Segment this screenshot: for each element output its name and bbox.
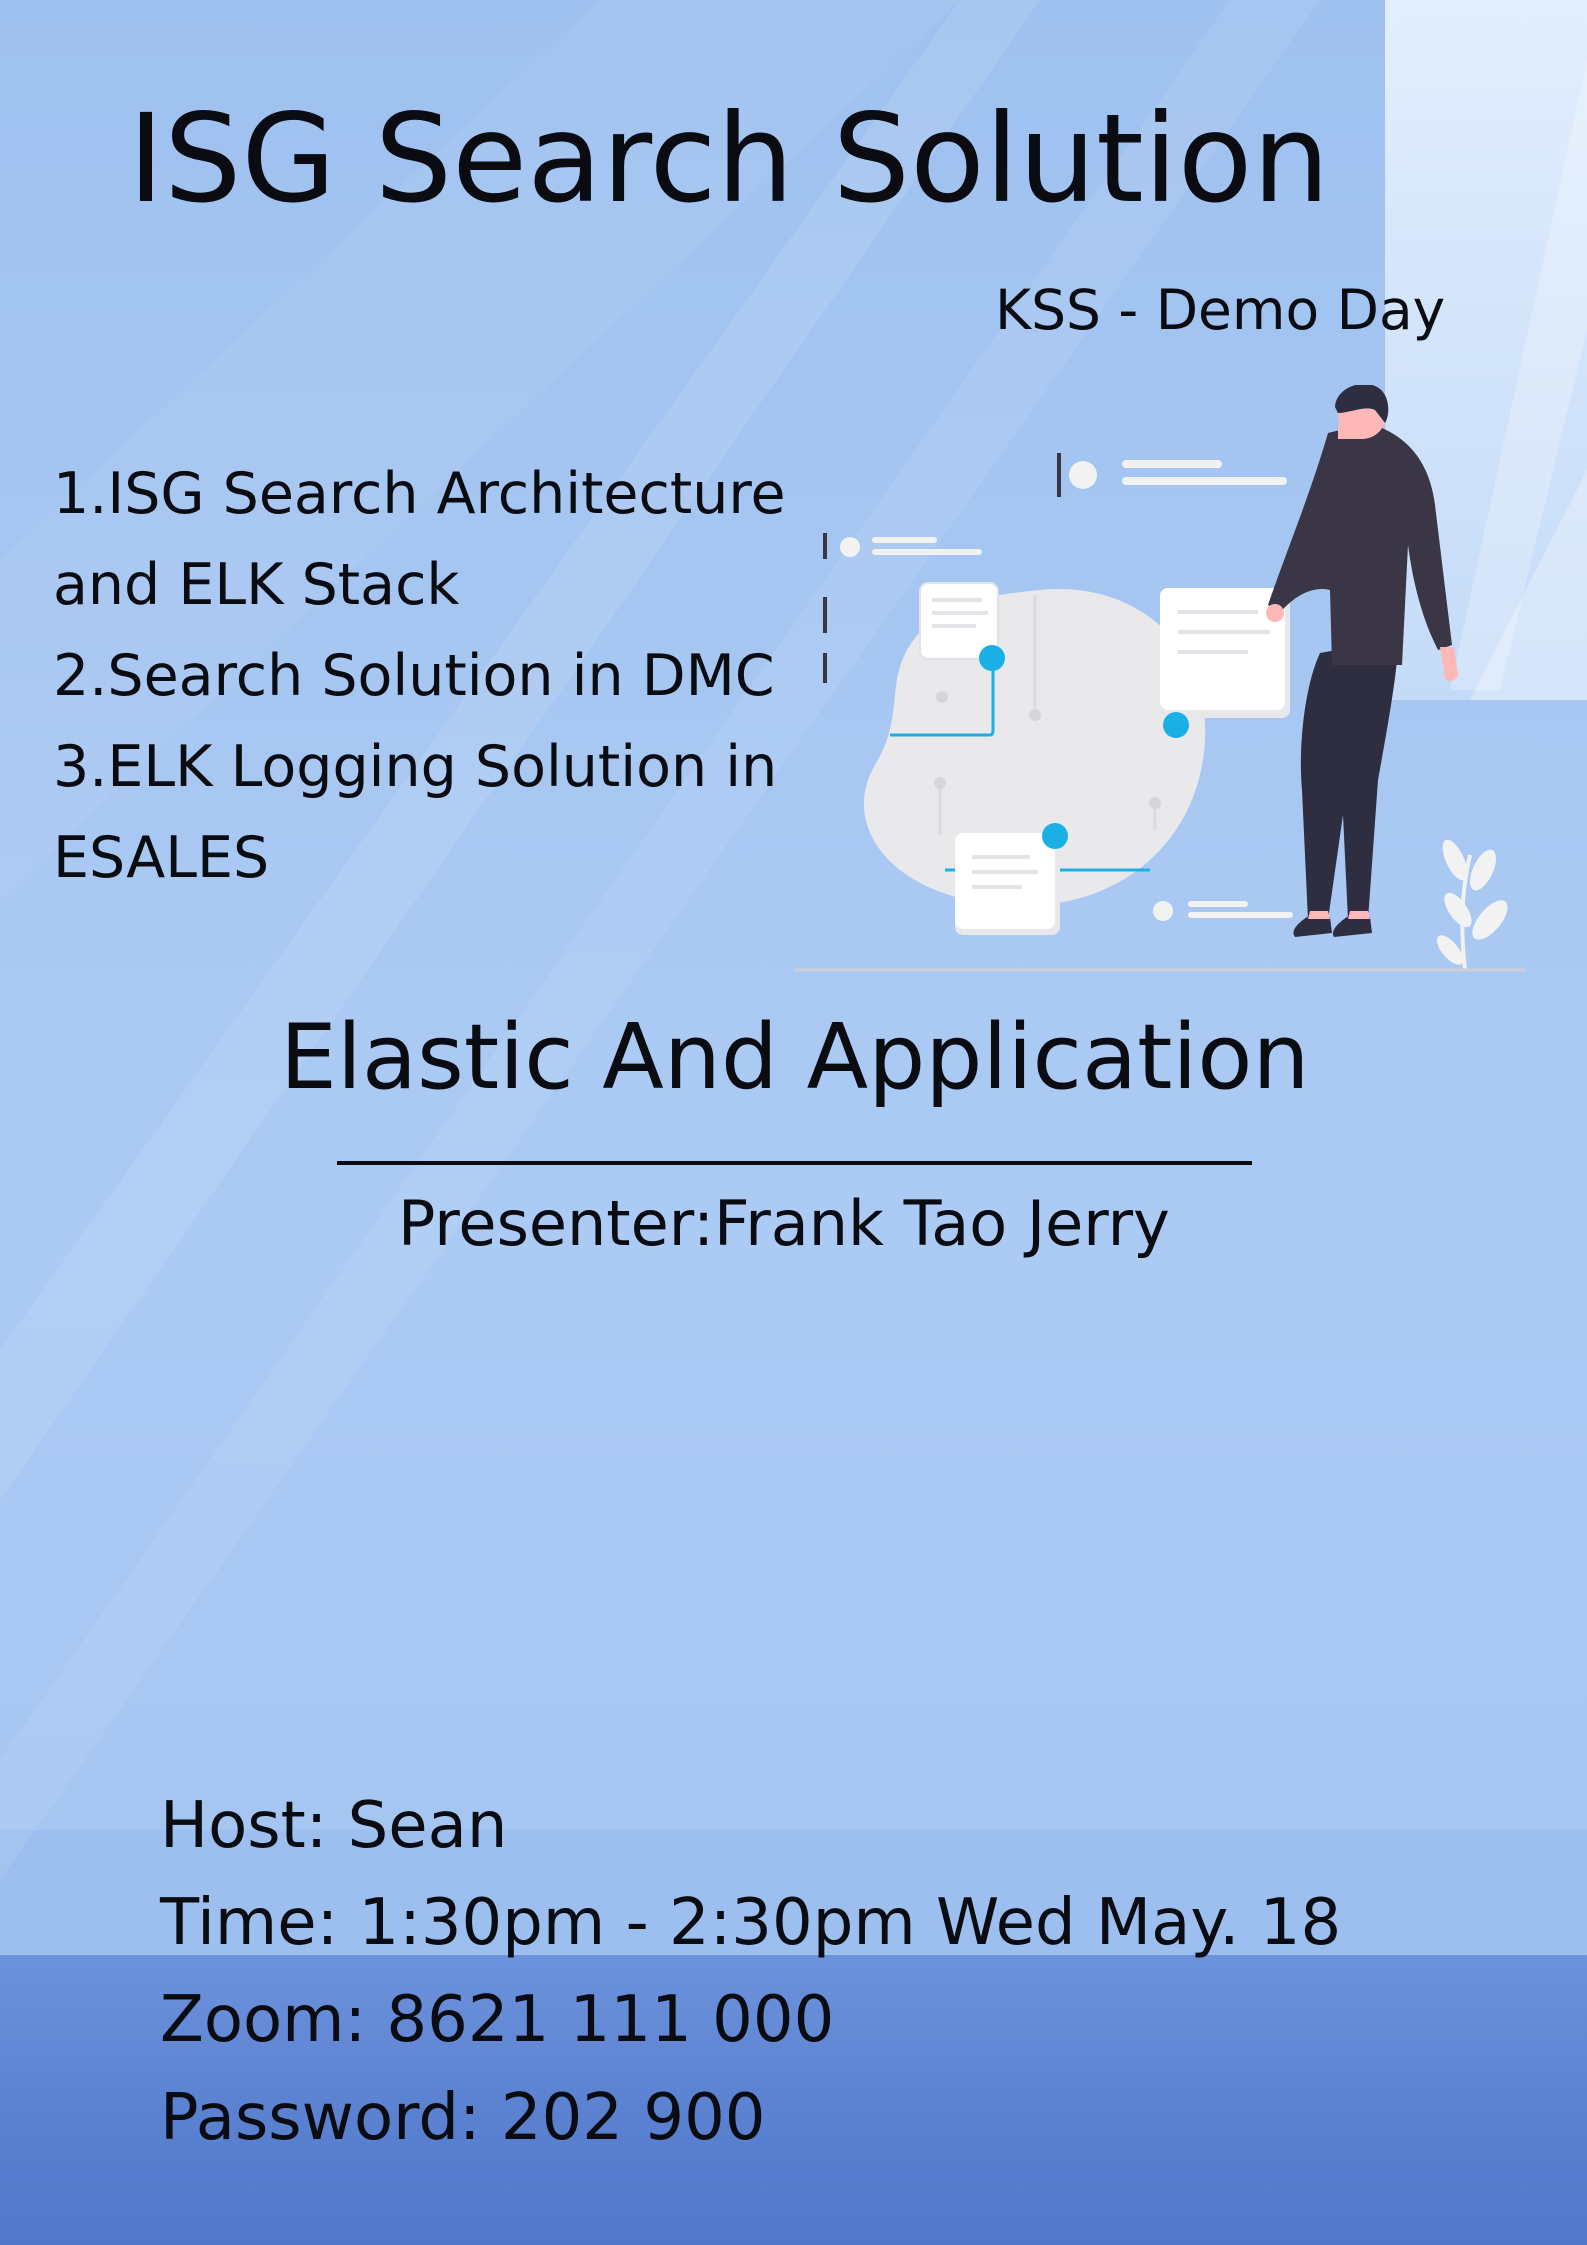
presenter-line: Presenter:Frank Tao Jerry (398, 1187, 1170, 1260)
poster-title: ISG Search Solution (128, 88, 1330, 230)
background-bottom-band (0, 1955, 1587, 2245)
agenda-line: 3.ELK Logging Solution in (53, 734, 778, 800)
agenda-line: 1.ISG Search Architecture (53, 461, 786, 527)
zoom-line: Zoom: 8621 111 000 (160, 1983, 835, 2057)
agenda-line: and ELK Stack (53, 552, 460, 618)
host-line: Host: Sean (160, 1789, 508, 1863)
heading-divider (337, 1161, 1252, 1165)
event-subtitle: KSS - Demo Day (995, 278, 1446, 342)
agenda-line: ESALES (53, 825, 270, 891)
topic-heading: Elastic And Application (280, 1005, 1310, 1110)
agenda-line: 2.Search Solution in DMC (53, 643, 775, 709)
person-presenting-data-icon (795, 385, 1525, 972)
password-line: Password: 202 900 (160, 2081, 766, 2155)
time-line: Time: 1:30pm - 2:30pm Wed May. 18 (160, 1886, 1342, 1960)
background-lower-zone (0, 1830, 1587, 1955)
